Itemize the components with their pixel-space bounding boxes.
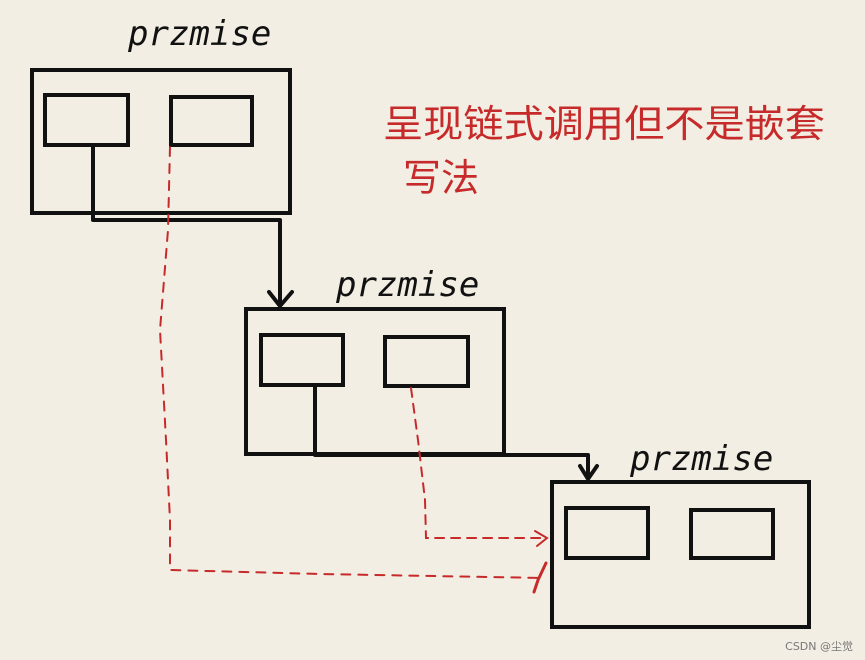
dashed-connector-1-line	[158, 146, 546, 579]
promise-3-box	[550, 480, 811, 629]
promise-3-label: przmise	[629, 439, 773, 479]
dashed-connector-2-to-3	[410, 387, 549, 547]
promise-1-outer	[30, 68, 292, 215]
promise-1-inner-left	[43, 93, 130, 147]
promise-1-box	[30, 68, 292, 215]
promise-2-outer	[244, 307, 506, 456]
promise-2-box	[244, 307, 506, 456]
dashed-connector-1-to-3	[158, 146, 548, 594]
watermark: CSDN @尘觉	[785, 640, 853, 653]
connector-2-arrowhead	[578, 464, 599, 481]
promise-3-inner-right	[689, 508, 775, 560]
promise-3-outer	[550, 480, 811, 629]
promise-2-inner-right	[383, 335, 470, 388]
annotation-line-2: 写法	[403, 156, 479, 200]
connector-1-arrowhead	[267, 290, 294, 308]
annotation-line-1: 呈现链式调用但不是嵌套	[383, 102, 825, 146]
promise-2-label: przmise	[335, 265, 479, 305]
promise-2-inner-left	[259, 333, 345, 387]
promise-3-inner-left	[564, 506, 650, 560]
dashed-connector-1-arrowhead	[532, 561, 548, 594]
solid-connector-2-to-3	[313, 383, 599, 481]
dashed-connector-2-arrowhead	[534, 530, 549, 547]
connector-2-line	[313, 383, 590, 480]
connector-1-line	[91, 143, 282, 307]
promise-1-label: przmise	[127, 14, 271, 54]
promise-1-inner-right	[169, 95, 254, 147]
dashed-connector-2-line	[410, 387, 546, 539]
solid-connector-1-to-2	[91, 143, 294, 308]
